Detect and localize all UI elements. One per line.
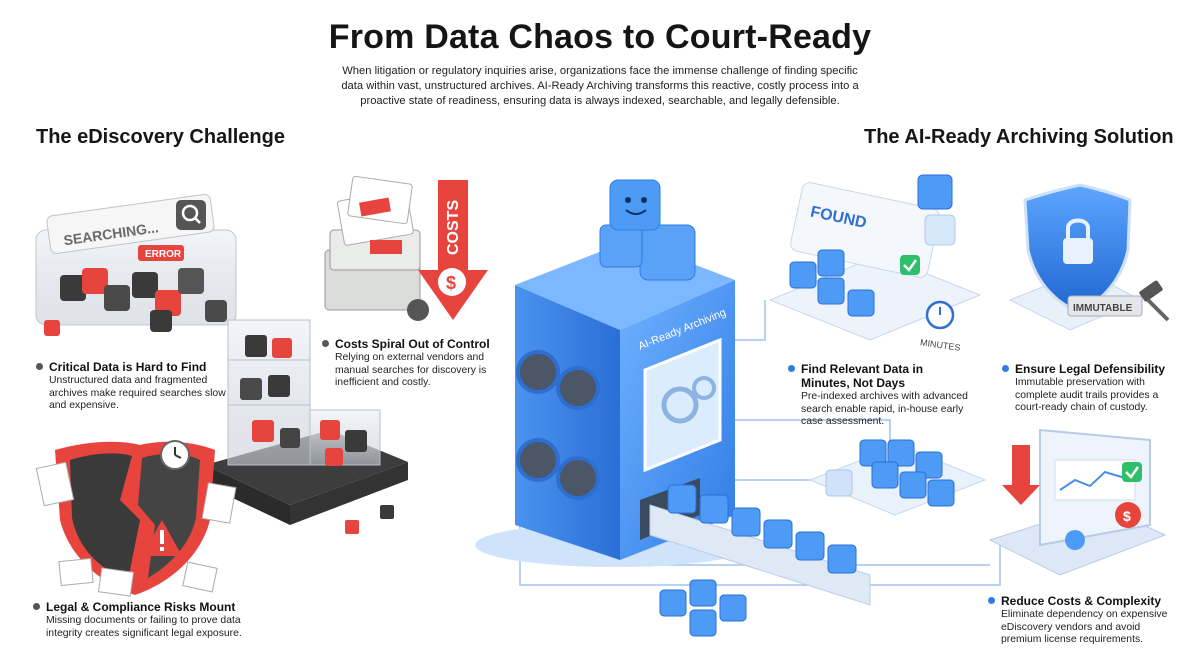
fragmented-archive-illustration	[205, 319, 408, 534]
bullet-dot-icon	[322, 340, 329, 347]
lock-icon	[1063, 238, 1093, 264]
bullet-dot-icon	[1002, 365, 1009, 372]
left-section-heading: The eDiscovery Challenge	[36, 126, 285, 148]
gear-icon	[661, 386, 699, 424]
search-archive-illustration: SEARCHING... ERROR	[35, 193, 237, 336]
item-description: Pre-indexed archives with advanced searc…	[801, 391, 968, 427]
item-title: Costs Spiral Out of Control	[335, 337, 490, 351]
dollar-sign-icon: $	[446, 273, 456, 293]
solution-item-defensibility: Ensure Legal Defensibility Immutable pre…	[1002, 362, 1182, 415]
bullet-dot-icon	[36, 363, 43, 370]
found-search-illustration: FOUND MINUTES	[768, 174, 982, 353]
page-title: From Data Chaos to Court-Ready	[328, 18, 872, 56]
page-subtitle: When litigation or regulatory inquiries …	[341, 65, 859, 107]
item-description: Immutable preservation with complete aud…	[1015, 377, 1159, 413]
dollar-sign-icon: $	[1123, 508, 1131, 524]
item-description: Relying on external vendors and manual s…	[335, 352, 487, 388]
item-description: Missing documents or failing to prove da…	[46, 615, 242, 639]
ai-archiving-machine: AI-Ready Archiving	[475, 179, 755, 567]
search-icon	[181, 204, 199, 222]
down-arrow-icon	[1002, 445, 1040, 505]
solution-item-reduce-costs: Reduce Costs & Complexity Eliminate depe…	[988, 594, 1178, 647]
bullet-dot-icon	[988, 597, 995, 604]
cost-dashboard-illustration: $	[988, 428, 1167, 576]
item-description: Eliminate dependency on expensive eDisco…	[1001, 609, 1168, 645]
challenge-item-costs: Costs Spiral Out of Control Relying on e…	[322, 337, 552, 390]
solution-item-find-data: Find Relevant Data in Minutes, Not Days …	[788, 362, 988, 429]
indexed-cubes-cluster	[808, 439, 987, 516]
checkmark-icon	[903, 259, 918, 272]
right-section-heading: The AI-Ready Archiving Solution	[864, 126, 1174, 148]
item-description: Unstructured data and fragmented archive…	[49, 375, 226, 411]
item-title: Find Relevant Data in Minutes, Not Days	[801, 362, 924, 390]
broken-shield-illustration	[35, 440, 237, 597]
error-label: ERROR	[145, 249, 182, 260]
minutes-label: MINUTES	[919, 337, 960, 353]
item-title: Ensure Legal Defensibility	[1015, 362, 1166, 376]
robot-cube-icon	[609, 179, 661, 231]
bullet-dot-icon	[788, 365, 795, 372]
item-title: Reduce Costs & Complexity	[1001, 594, 1162, 608]
costs-stack-illustration: COSTS $	[324, 175, 488, 321]
costs-label: COSTS	[445, 200, 462, 255]
gear-icon	[692, 376, 716, 400]
gavel-icon	[1139, 280, 1163, 302]
challenge-item-hard-to-find: Critical Data is Hard to Find Unstructur…	[36, 360, 266, 413]
immutable-shield-illustration: IMMUTABLE	[1008, 183, 1170, 331]
item-title: Critical Data is Hard to Find	[49, 360, 207, 374]
bullet-dot-icon	[33, 603, 40, 610]
challenge-item-legal-risks: Legal & Compliance Risks Mount Missing d…	[33, 600, 263, 640]
trend-line-icon	[1059, 470, 1126, 491]
immutable-label: IMMUTABLE	[1073, 303, 1133, 314]
item-title: Legal & Compliance Risks Mount	[46, 600, 236, 614]
conveyor-cubes	[649, 484, 871, 637]
checkmark-icon	[1125, 466, 1140, 479]
